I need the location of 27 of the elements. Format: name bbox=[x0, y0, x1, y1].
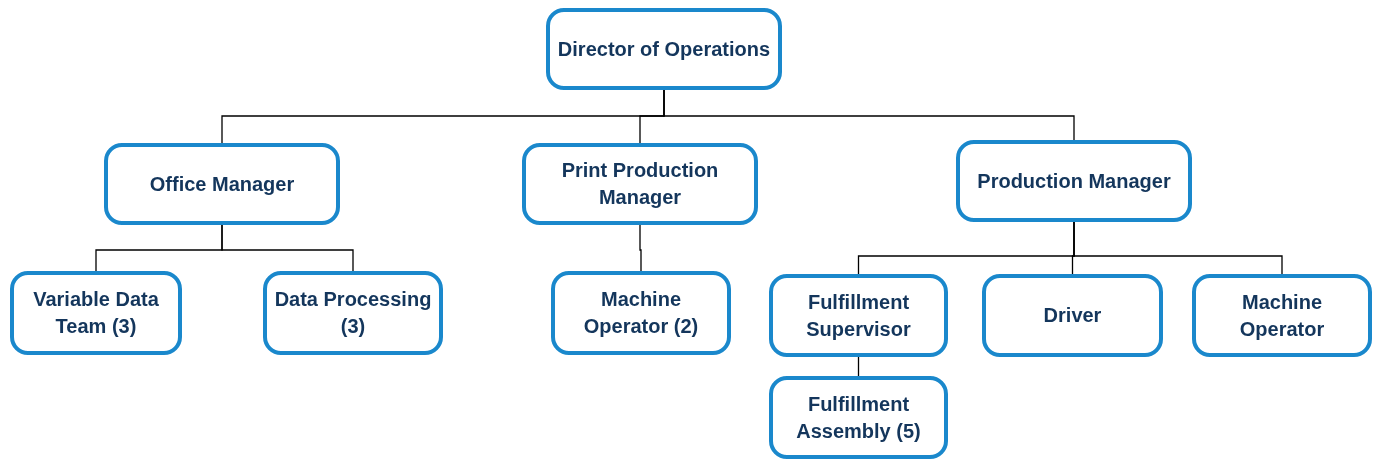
connector-line bbox=[857, 356, 860, 377]
role-box bbox=[263, 271, 443, 355]
role-title: Production Manager bbox=[976, 168, 1172, 194]
role-box bbox=[522, 143, 758, 225]
role-box bbox=[10, 271, 182, 355]
role-title: Machine Operator bbox=[1238, 289, 1326, 342]
connector-line bbox=[639, 224, 642, 272]
connector-line bbox=[663, 89, 1075, 141]
role-title: Variable Data Team (3) bbox=[32, 287, 160, 339]
role-title: Fulfillment Assembly (5) bbox=[795, 391, 922, 444]
role-box bbox=[551, 271, 731, 355]
role-title: Fulfillment Supervisor bbox=[805, 289, 912, 342]
connector-line bbox=[221, 224, 354, 272]
role-box bbox=[769, 376, 948, 459]
role-box bbox=[546, 8, 782, 90]
role-box bbox=[769, 274, 948, 357]
role-box bbox=[104, 143, 340, 225]
role-box bbox=[982, 274, 1163, 357]
role-title: Print Production Manager bbox=[560, 158, 720, 210]
role-box bbox=[1192, 274, 1372, 357]
role-box bbox=[956, 140, 1192, 222]
role-title: Office Manager bbox=[148, 171, 296, 197]
role-title: Driver bbox=[1042, 303, 1103, 328]
role-title: Machine Operator (2) bbox=[582, 287, 700, 339]
role-title: Data Processing (3) bbox=[273, 287, 433, 339]
connector-line bbox=[1073, 221, 1283, 275]
role-title: Director of Operations bbox=[556, 36, 772, 62]
